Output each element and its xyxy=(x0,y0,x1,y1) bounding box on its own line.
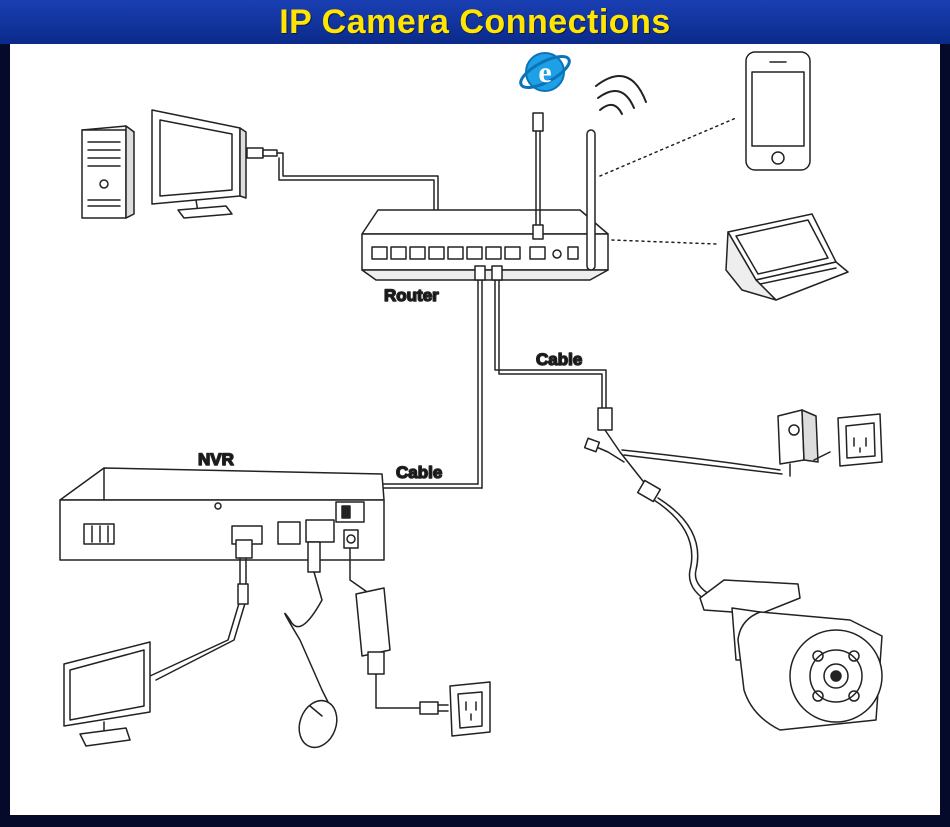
camera-pigtail-cable xyxy=(583,407,783,605)
adapter-arrow xyxy=(813,451,831,461)
laptop-icon xyxy=(725,213,849,301)
smartphone-icon xyxy=(745,51,811,171)
nvr-wall-outlet-icon xyxy=(449,681,491,737)
svg-text:e: e xyxy=(538,56,551,89)
ie-browser-icon: e xyxy=(519,52,571,92)
wifi-signal-icon xyxy=(595,75,647,115)
wireless-link-phone xyxy=(599,117,737,177)
mouse-cable xyxy=(284,541,329,703)
wireless-link-laptop xyxy=(611,239,717,245)
connection-diagram: e xyxy=(59,51,883,749)
mouse-icon xyxy=(298,699,338,749)
nvr-label: NVR xyxy=(198,450,234,469)
cable-label-nvr: Cable xyxy=(396,463,442,482)
title-bar: IP Camera Connections xyxy=(0,0,950,44)
nvr-monitor-icon xyxy=(63,641,151,747)
nvr-power-cable xyxy=(349,547,449,715)
wall-outlet-icon xyxy=(837,413,883,467)
router-to-camera-cable xyxy=(491,265,607,411)
router-label: Router xyxy=(384,286,439,305)
desktop-pc-icon xyxy=(81,125,135,219)
ip-camera-icon xyxy=(699,579,883,731)
monitor-icon xyxy=(151,109,247,219)
nvr-icon xyxy=(59,467,385,561)
internet-cable xyxy=(532,112,544,240)
cable-label-camera: Cable xyxy=(536,350,582,369)
power-adapter-icon xyxy=(777,409,819,477)
page-title: IP Camera Connections xyxy=(279,2,671,41)
router-icon xyxy=(361,129,609,281)
router-ports xyxy=(371,246,579,260)
vga-cable xyxy=(149,539,253,681)
